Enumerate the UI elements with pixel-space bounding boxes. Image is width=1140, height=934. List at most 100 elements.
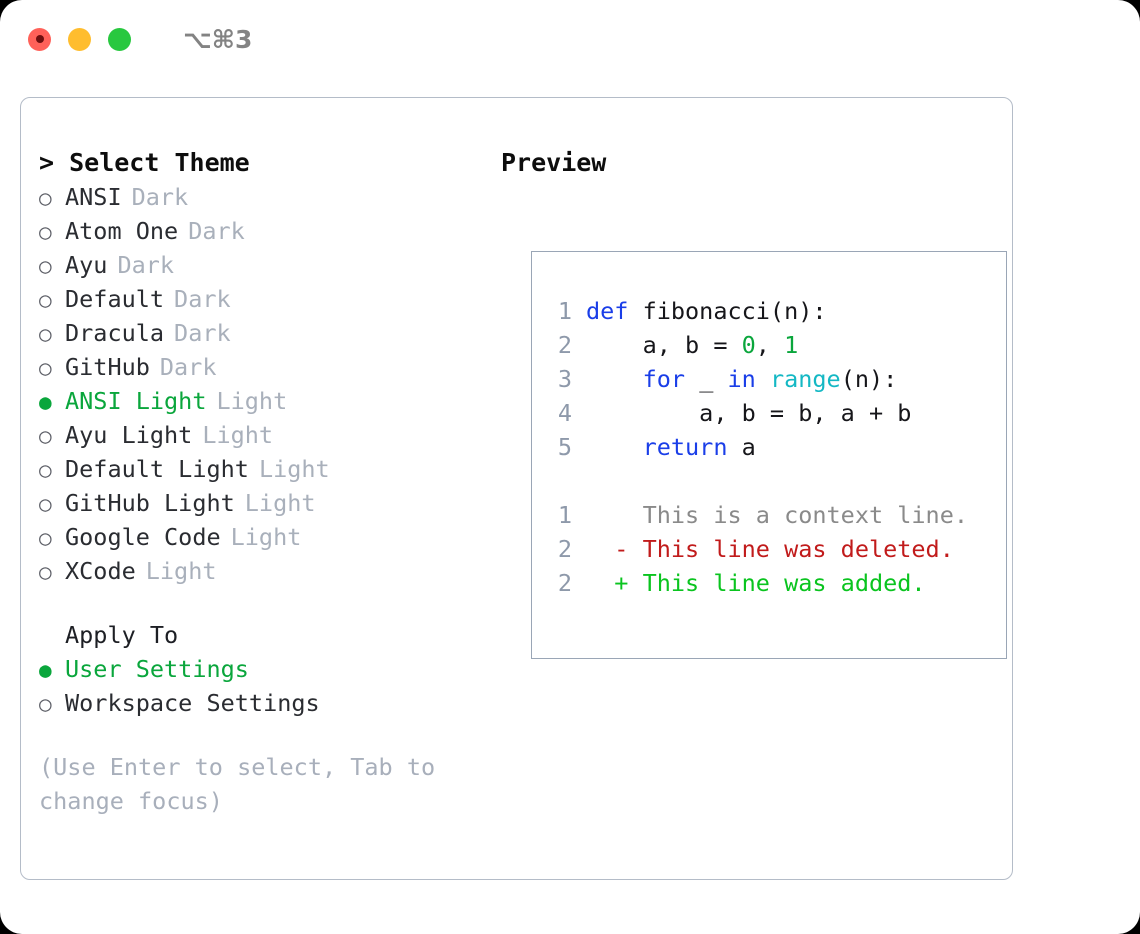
theme-option-ayu[interactable]: ○ Ayu Dark xyxy=(39,248,479,282)
apply-to-header: Apply To xyxy=(65,621,179,649)
diff-sample: 1 This is a context line.2 - This line w… xyxy=(546,498,1000,600)
radio-unselected-icon: ○ xyxy=(39,254,52,278)
theme-option-label: Google Code xyxy=(65,523,221,551)
code-token-num: 0 xyxy=(741,331,756,359)
radio-unselected-icon: ○ xyxy=(39,526,52,550)
theme-option-github-light[interactable]: ○ GitHub Light Light xyxy=(39,486,479,520)
code-line: 3 for _ in range(n): xyxy=(546,362,1000,396)
select-theme-header: > Select Theme xyxy=(39,148,250,177)
theme-option-ansi[interactable]: ○ ANSI Dark xyxy=(39,180,479,214)
diff-line-text: + This line was added. xyxy=(586,569,926,597)
theme-option-label: Ayu Light xyxy=(65,421,193,449)
apply-to-list[interactable]: ● User Settings ○Workspace Settings xyxy=(39,652,479,720)
code-line-number: 3 xyxy=(557,365,572,393)
radio-unselected-icon: ○ xyxy=(39,220,52,244)
radio-unselected-icon: ○ xyxy=(39,186,52,210)
theme-option-kind: Light xyxy=(230,523,302,551)
apply-to-option-user-settings[interactable]: ● User Settings xyxy=(39,652,479,686)
radio-unselected-icon: ○ xyxy=(39,288,52,312)
code-token-kw: def xyxy=(586,297,643,325)
theme-option-label: Ayu xyxy=(65,251,108,279)
code-line-number: 2 xyxy=(557,331,572,359)
theme-option-label: XCode xyxy=(65,557,136,585)
code-token-kw: return xyxy=(642,433,728,461)
radio-unselected-icon: ○ xyxy=(39,692,52,716)
theme-option-label: Dracula xyxy=(65,319,165,347)
theme-option-kind: Light xyxy=(216,387,288,415)
code-line-text: for _ in range(n): xyxy=(586,362,898,396)
theme-option-kind: Dark xyxy=(174,285,231,313)
radio-selected-icon: ● xyxy=(39,658,52,682)
code-token-plain: fibonacci(n): xyxy=(642,297,827,325)
theme-option-kind: Dark xyxy=(117,251,175,279)
hint-spacer xyxy=(39,720,479,750)
theme-option-kind: Light xyxy=(244,489,316,517)
diff-line-number: 2 xyxy=(557,569,572,597)
code-token-plain: , xyxy=(755,331,785,359)
theme-option-ayu-light[interactable]: ○ Ayu Light Light xyxy=(39,418,479,452)
radio-unselected-icon: ○ xyxy=(39,458,52,482)
code-line-text: a, b = b, a + b xyxy=(586,396,911,430)
code-line: 2 a, b = 0, 1 xyxy=(546,328,1000,362)
theme-option-google-code[interactable]: ○ Google Code Light xyxy=(39,520,479,554)
diff-line-del: 2 - This line was deleted. xyxy=(546,532,1000,566)
code-token-builtin: range xyxy=(769,365,841,393)
theme-option-label: ANSI xyxy=(65,183,122,211)
code-token-plain: a, b = b, a + b xyxy=(586,399,912,427)
code-token-plain: _ xyxy=(685,365,728,393)
theme-option-kind: Dark xyxy=(159,353,217,381)
theme-option-label: Default xyxy=(65,285,165,313)
close-button[interactable] xyxy=(28,27,51,51)
diff-line-ctx: 1 This is a context line. xyxy=(546,498,1000,532)
theme-option-label: Atom One xyxy=(65,217,179,245)
title-bar: ⌥⌘3 xyxy=(0,0,1140,78)
theme-option-atom-one[interactable]: ○ Atom One Dark xyxy=(39,214,479,248)
theme-option-kind: Light xyxy=(202,421,274,449)
theme-option-label: GitHub Light xyxy=(65,489,235,517)
theme-option-default[interactable]: ○ Default Dark xyxy=(39,282,479,316)
keyboard-shortcut-label: ⌥⌘3 xyxy=(183,24,253,54)
code-token-kw: in xyxy=(727,365,756,393)
apply-to-option-label: User Settings xyxy=(65,655,249,683)
keyboard-hint-text: (Use Enter to select, Tab to change focu… xyxy=(39,753,450,815)
radio-unselected-icon: ○ xyxy=(39,322,52,346)
radio-unselected-icon: ○ xyxy=(39,492,52,516)
diff-line-text: This is a context line. xyxy=(586,501,969,529)
diff-line-number: 1 xyxy=(557,501,572,529)
code-token-plain xyxy=(586,365,643,393)
theme-option-label: ANSI Light xyxy=(65,387,207,415)
apply-to-option-workspace-settings[interactable]: ○Workspace Settings xyxy=(39,686,479,720)
code-token-num: 1 xyxy=(784,331,799,359)
code-diff-gap xyxy=(546,464,1000,498)
maximize-button[interactable] xyxy=(108,27,131,51)
code-line-number: 1 xyxy=(557,297,572,325)
code-token-kw: for xyxy=(642,365,686,393)
minimize-button[interactable] xyxy=(68,27,91,51)
theme-option-kind: Light xyxy=(258,455,330,483)
code-token-plain: (n): xyxy=(840,365,898,393)
radio-unselected-icon: ○ xyxy=(39,424,52,448)
code-line: 4 a, b = b, a + b xyxy=(546,396,1000,430)
radio-unselected-icon: ○ xyxy=(39,560,52,584)
theme-option-github[interactable]: ○ GitHub Dark xyxy=(39,350,479,384)
code-token-plain xyxy=(586,433,643,461)
theme-option-kind: Dark xyxy=(131,183,189,211)
theme-option-label: GitHub xyxy=(65,353,150,381)
radio-unselected-icon: ○ xyxy=(39,356,52,380)
code-token-plain: a, b = xyxy=(586,331,742,359)
code-line-text: def fibonacci(n): xyxy=(586,294,827,328)
theme-option-kind: Dark xyxy=(188,217,245,245)
code-line: 5 return a xyxy=(546,430,1000,464)
